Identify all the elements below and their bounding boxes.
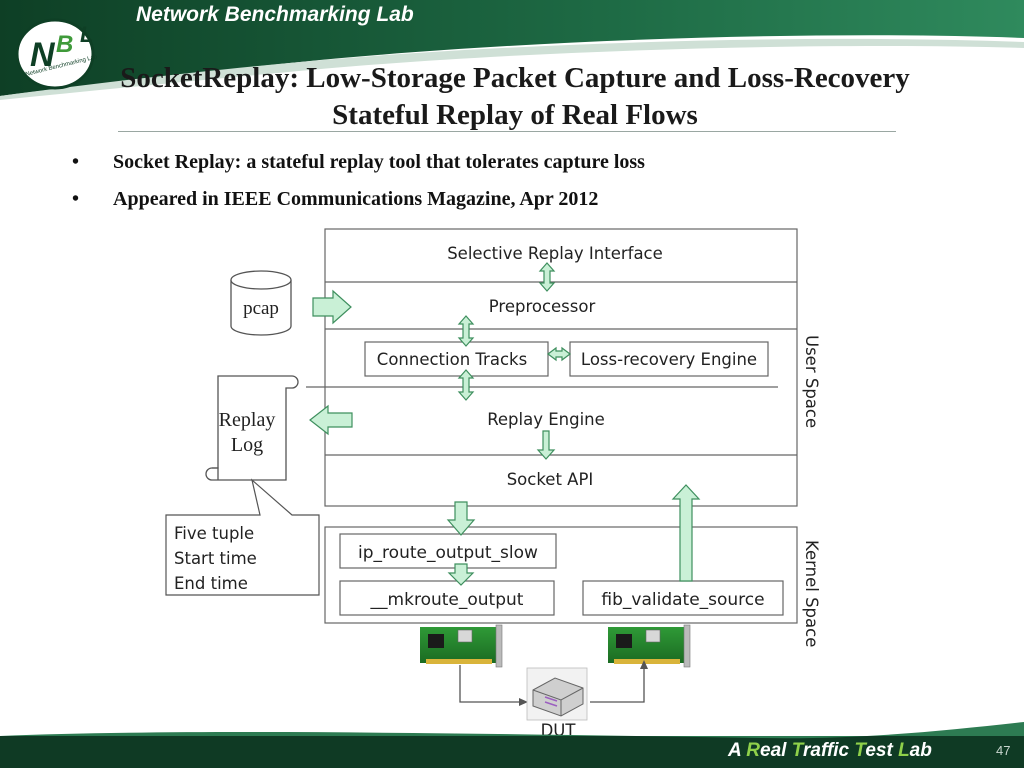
double-arrow-icon xyxy=(538,262,556,292)
selective-replay-interface-label: Selective Replay Interface xyxy=(447,244,663,263)
arrow-head-icon xyxy=(519,698,528,706)
svg-text:N: N xyxy=(30,36,56,74)
arrow-head-icon xyxy=(640,660,648,669)
dut-label: DUT xyxy=(541,721,577,740)
svg-text:__mkroute_output: __mkroute_output xyxy=(370,590,524,610)
page-number: 47 xyxy=(996,743,1011,758)
svg-text:L: L xyxy=(80,22,93,47)
title-divider xyxy=(118,131,896,132)
down-arrow-icon xyxy=(447,563,475,586)
svg-text:B: B xyxy=(56,31,73,58)
user-space-label: User Space xyxy=(802,335,821,428)
socket-api-label: Socket API xyxy=(507,470,594,489)
svg-text:Loss-recovery Engine: Loss-recovery Engine xyxy=(581,350,757,369)
svg-text:Replay: Replay xyxy=(219,409,276,431)
network-card-icon xyxy=(608,624,691,668)
preprocessor-label: Preprocessor xyxy=(489,297,596,316)
svg-text:Log: Log xyxy=(231,434,263,456)
fib-validate-source-box: fib_validate_source xyxy=(582,580,784,616)
svg-text:ip_route_output_slow: ip_route_output_slow xyxy=(358,543,538,563)
down-arrow-icon xyxy=(446,501,476,536)
replay-engine-label: Replay Engine xyxy=(487,410,605,429)
mkroute-output-box: __mkroute_output xyxy=(339,580,555,616)
ip-route-output-slow-box: ip_route_output_slow xyxy=(339,533,557,569)
double-arrow-icon xyxy=(547,346,571,362)
svg-text:Start time: Start time xyxy=(174,549,257,568)
pcap-label: pcap xyxy=(243,298,279,319)
dut-device-icon xyxy=(526,667,588,721)
log-fields-callout: Five tuple Start time End time xyxy=(165,478,320,596)
up-arrow-icon xyxy=(671,484,701,582)
left-arrow-icon xyxy=(309,404,353,436)
lab-logo: N B L Network Benchmarking Lab xyxy=(15,18,99,90)
svg-text:fib_validate_source: fib_validate_source xyxy=(601,590,764,610)
svg-text:Connection Tracks: Connection Tracks xyxy=(377,350,527,369)
right-arrow-icon xyxy=(312,289,352,325)
kernel-space-label: Kernel Space xyxy=(802,540,821,647)
bullet-dot: • xyxy=(72,151,80,173)
bullet-item: •Appeared in IEEE Communications Magazin… xyxy=(72,188,599,210)
svg-text:End time: End time xyxy=(174,574,248,593)
pcap-storage-icon: pcap xyxy=(230,270,292,336)
double-arrow-icon xyxy=(457,315,475,347)
bullet-item: •Socket Replay: a stateful replay tool t… xyxy=(72,151,645,173)
bullet-dot: • xyxy=(72,188,80,210)
replay-log-scroll-icon: Replay Log xyxy=(205,375,299,481)
down-arrow-icon xyxy=(536,430,556,460)
lab-name: Network Benchmarking Lab xyxy=(136,3,414,26)
slide-title: SocketReplay: Low-Storage Packet Capture… xyxy=(120,62,910,131)
connection-tracks-box: Connection Tracks xyxy=(364,341,549,377)
loss-recovery-engine-box: Loss-recovery Engine xyxy=(569,341,769,377)
header-band xyxy=(0,0,1024,100)
network-card-icon xyxy=(420,624,503,668)
double-arrow-icon xyxy=(457,369,475,401)
footer-tagline: A Real Traffic Test Lab xyxy=(728,740,932,761)
svg-text:Five tuple: Five tuple xyxy=(174,524,254,543)
